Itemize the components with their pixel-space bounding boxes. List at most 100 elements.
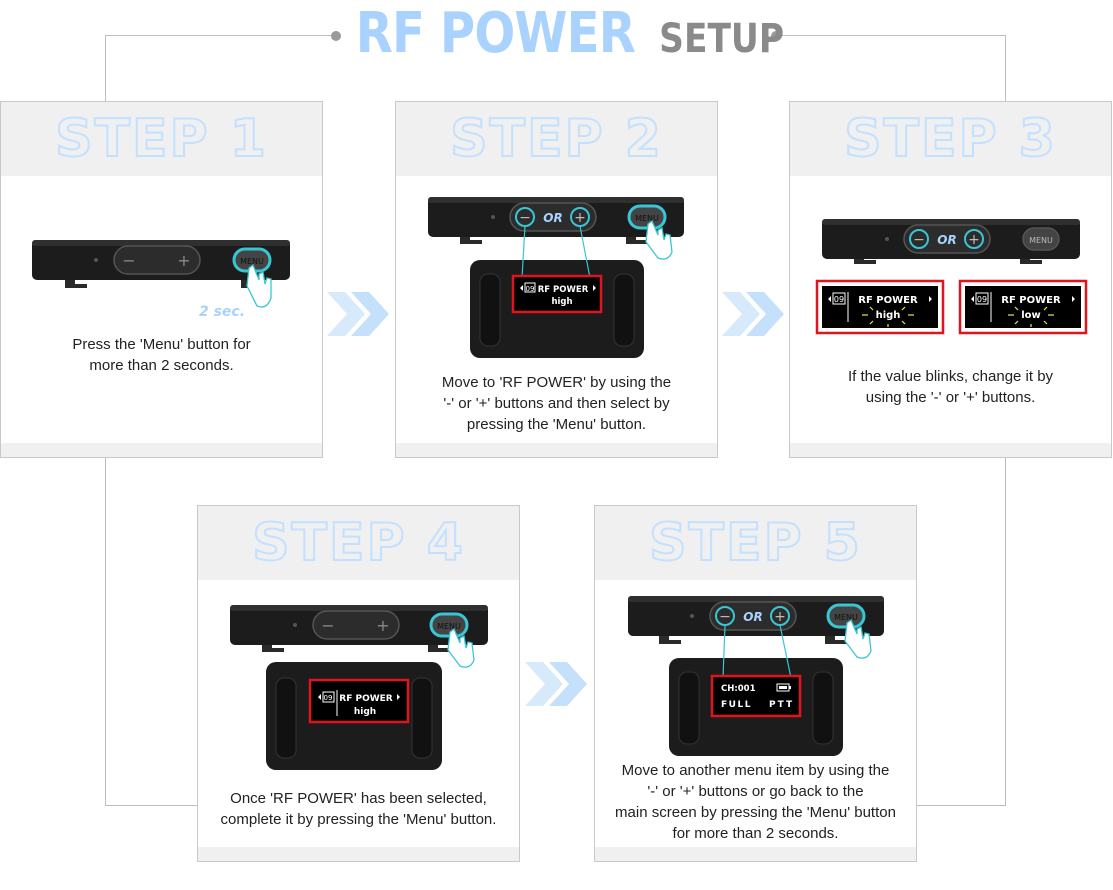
frame-line-top-right — [778, 35, 1006, 36]
step-5-caption-line: '-' or '+' buttons or go back to the — [647, 783, 864, 800]
step-1-minus-label: − — [122, 251, 135, 270]
step-3-minus-button[interactable]: − — [909, 229, 929, 249]
step-2-caption-line: Move to 'RF POWER' by using the — [441, 374, 672, 391]
step-2-screen-line2: high — [551, 297, 572, 307]
step-4-screen-line2: high — [354, 707, 376, 717]
step-4-header: STEP 4 — [198, 506, 519, 580]
step-3-screen-high-line2: high — [876, 310, 901, 321]
step-5-screen-ptt: PTT — [769, 700, 794, 710]
frame-line-right-down — [1005, 457, 1006, 805]
step-2-plus-label: + — [574, 210, 586, 226]
step-4-title: STEP 4 — [251, 512, 465, 574]
step-5-footer — [595, 847, 916, 861]
frame-line-bottom-right — [917, 805, 1006, 806]
step-1-hold-note: 2 sec. — [199, 304, 245, 320]
step-5-screen-channel: CH:001 — [721, 684, 756, 694]
frame-line-left-up — [105, 35, 106, 101]
step-4-plus-label: + — [376, 616, 389, 635]
step-3-caption: If the value blinks, change it by using … — [790, 366, 1111, 408]
step-2-plus-button[interactable]: + — [570, 207, 590, 227]
arrow-step1-to-step2-icon — [327, 292, 389, 336]
step-3-caption-line: If the value blinks, change it by — [847, 368, 1054, 385]
step-3-or-label: OR — [937, 233, 956, 247]
step-2-menu-button[interactable]: MENU — [627, 204, 667, 230]
step-1-finger-icon — [246, 263, 272, 308]
step-4-caption: Once 'RF POWER' has been selected, compl… — [198, 788, 519, 830]
step-5-caption-line: Move to another menu item by using the — [621, 762, 890, 779]
step-2-caption: Move to 'RF POWER' by using the '-' or '… — [396, 372, 717, 435]
step-5-minus-button[interactable]: − — [715, 606, 735, 626]
arrow-step4-to-step5-icon — [525, 662, 587, 706]
step-4-screen: 09 RF POWER high — [308, 678, 410, 724]
step-2-minus-button[interactable]: − — [515, 207, 535, 227]
step-2-title: STEP 2 — [449, 108, 663, 170]
step-2-caption-line: '-' or '+' buttons and then select by — [443, 395, 670, 412]
step-5-screen: CH:001 FULL PTT — [710, 674, 802, 718]
step-3-blink-icon — [862, 306, 914, 327]
step-3-screen-low-line2: low — [1021, 310, 1041, 321]
step-3-blink-icon — [1008, 306, 1054, 327]
step-5-title: STEP 5 — [648, 512, 862, 574]
frame-line-bottom-left — [105, 805, 197, 806]
step-4-card: STEP 4 − + MENU 09 RF POWER high Once 'R… — [197, 505, 520, 862]
step-2-footer — [396, 443, 717, 457]
battery-icon — [776, 683, 791, 692]
step-5-screen-mode: FULL — [721, 700, 752, 710]
step-2-header: STEP 2 — [396, 102, 717, 176]
step-3-title: STEP 3 — [843, 108, 1057, 170]
step-4-finger-icon — [447, 627, 475, 668]
step-4-menu-label: MENU — [437, 622, 461, 631]
step-1-footer — [1, 443, 322, 457]
step-2-or-label: OR — [543, 211, 562, 225]
step-5-minus-label: − — [719, 609, 731, 625]
step-2-finger-icon — [645, 219, 673, 260]
step-2-minus-label: − — [519, 210, 531, 226]
step-5-finger-icon — [844, 618, 872, 659]
step-1-caption-line: more than 2 seconds. — [89, 357, 234, 374]
step-4-caption-line: Once 'RF POWER' has been selected, — [230, 790, 487, 807]
step-3-menu-button[interactable]: MENU — [1022, 227, 1060, 251]
title-dot-right — [771, 31, 781, 41]
title-dot-left — [331, 31, 341, 41]
step-1-header: STEP 1 — [1, 102, 322, 176]
step-4-device-illustration: − + MENU 09 RF POWER high — [230, 605, 488, 770]
step-4-caption-line: complete it by pressing the 'Menu' butto… — [220, 811, 497, 828]
step-5-menu-button[interactable]: MENU — [826, 603, 866, 629]
page-title: RF POWER SETUP — [0, 4, 1113, 64]
step-3-minus-label: − — [913, 232, 925, 248]
step-4-screen-num: 09 — [324, 694, 333, 702]
title-sub: SETUP — [659, 16, 785, 62]
step-4-footer — [198, 847, 519, 861]
arrow-step2-to-step3-icon — [722, 292, 784, 336]
step-3-screen-high: 09 RF POWER high — [815, 279, 945, 335]
step-3-screen-low: 09 RF POWER low — [958, 279, 1088, 335]
frame-line-right-up — [1005, 35, 1006, 101]
step-3-screen-low-line1: RF POWER — [1001, 295, 1061, 306]
step-5-menu-label: MENU — [834, 613, 858, 622]
step-5-or-label: OR — [743, 610, 762, 624]
step-3-footer — [790, 443, 1111, 457]
step-3-screen-low-num: 09 — [977, 295, 987, 304]
step-5-header: STEP 5 — [595, 506, 916, 580]
frame-line-top-left — [105, 35, 335, 36]
step-1-card: STEP 1 − + MENU 2 sec. Press the 'Menu' … — [0, 101, 323, 458]
step-3-plus-button[interactable]: + — [964, 229, 984, 249]
title-main: RF POWER — [343, 4, 647, 64]
step-2-menu-label: MENU — [635, 214, 659, 223]
step-4-screen-line1: RF POWER — [339, 694, 393, 704]
step-3-menu-label: MENU — [1029, 236, 1053, 245]
step-2-screen: 09 RF POWER high — [511, 274, 603, 314]
step-5-plus-button[interactable]: + — [770, 606, 790, 626]
step-3-header: STEP 3 — [790, 102, 1111, 176]
step-3-device-illustration: − OR + MENU 09 RF POWER high — [815, 219, 1088, 335]
step-2-screen-line1: RF POWER — [538, 285, 589, 295]
step-3-screen-high-num: 09 — [834, 295, 844, 304]
step-1-device-illustration: − + MENU 2 sec. — [32, 240, 290, 320]
step-5-caption-line: main screen by pressing the 'Menu' butto… — [615, 804, 896, 821]
step-2-screen-num: 09 — [526, 285, 535, 293]
step-3-screen-high-line1: RF POWER — [858, 295, 918, 306]
step-4-menu-button[interactable]: MENU — [429, 612, 469, 638]
step-1-caption-line: Press the 'Menu' button for — [72, 336, 251, 353]
step-5-plus-label: + — [774, 609, 786, 625]
step-5-card: STEP 5 − OR + MENU CH:001 FULL PTT — [594, 505, 917, 862]
